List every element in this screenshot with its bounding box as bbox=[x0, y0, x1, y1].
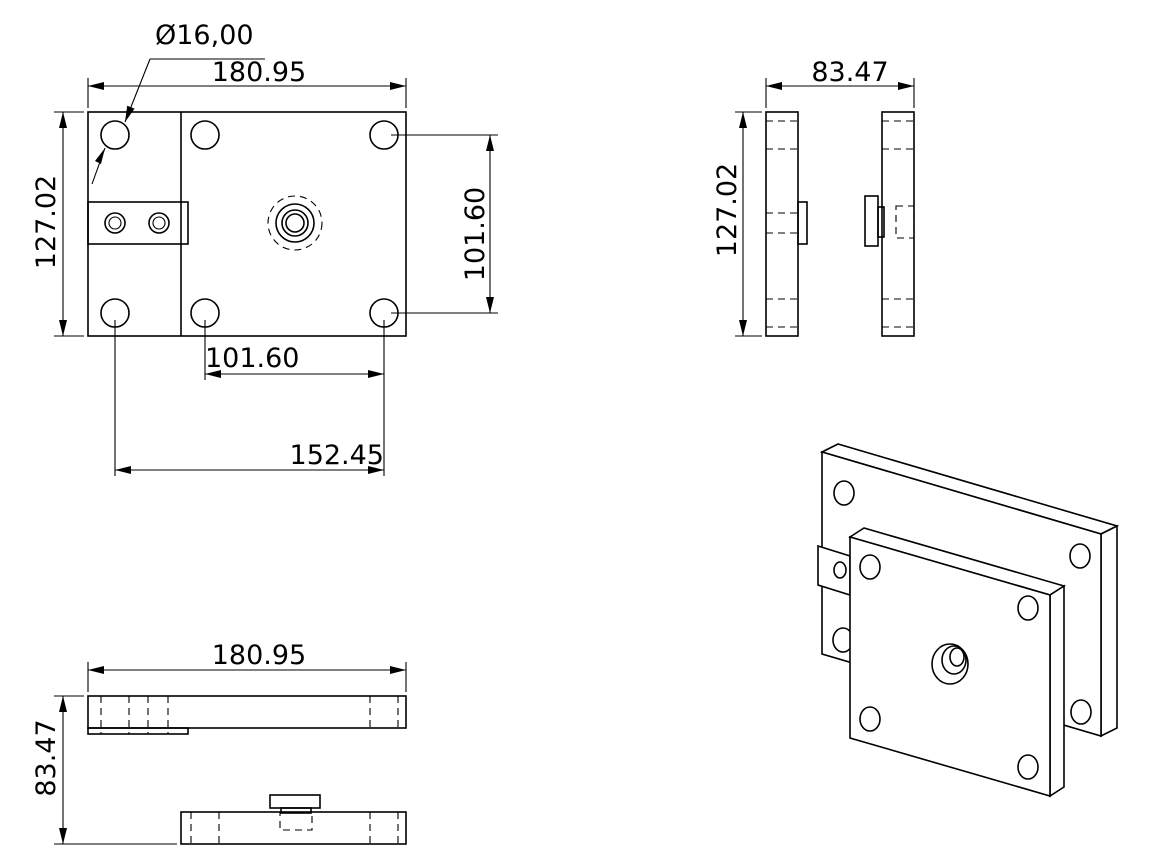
top-back-plate bbox=[87, 695, 407, 729]
tab-hole-right bbox=[148, 212, 170, 234]
iso-back-hole-tl bbox=[833, 480, 855, 506]
top-hidden-holes-front bbox=[190, 812, 399, 844]
side-tab bbox=[797, 201, 808, 245]
dim-side-height: 127.02 bbox=[712, 111, 762, 337]
top-boss bbox=[269, 794, 321, 831]
horizontal-spacing-label: 101.60 bbox=[205, 343, 299, 374]
dim-hole-diameter: Ø16,00 bbox=[91, 20, 265, 185]
side-hidden-holes bbox=[766, 120, 914, 328]
iso-front-side-face bbox=[1049, 584, 1065, 798]
iso-back-hole-tr bbox=[1069, 543, 1091, 569]
iso-back-hole-br bbox=[1070, 699, 1092, 725]
dim-side-depth: 83.47 bbox=[765, 57, 915, 108]
top-depth-label: 83.47 bbox=[31, 719, 62, 796]
top-width-label: 180.95 bbox=[212, 640, 306, 671]
iso-front-hole-br bbox=[1017, 754, 1039, 780]
outer-spacing-label: 152.45 bbox=[290, 440, 384, 471]
iso-back-side-face bbox=[1100, 524, 1118, 738]
iso-front-front-face bbox=[849, 535, 1051, 798]
front-outline bbox=[87, 111, 407, 337]
vertical-spacing-label: 101.60 bbox=[460, 187, 491, 281]
iso-tab-hole bbox=[833, 561, 847, 579]
front-width-label: 180.95 bbox=[212, 57, 306, 88]
hole-top-middle bbox=[190, 120, 220, 150]
iso-front-hole-tr bbox=[1017, 595, 1039, 621]
front-tab bbox=[87, 201, 189, 245]
side-boss bbox=[864, 195, 915, 247]
center-boss bbox=[267, 195, 323, 251]
side-height-label: 127.02 bbox=[712, 163, 743, 257]
top-front-plate bbox=[180, 811, 407, 845]
side-view: 83.47 127.02 bbox=[712, 57, 915, 337]
top-hidden-holes-back bbox=[100, 696, 399, 734]
dim-hole-horizontal-spacing: 101.60 bbox=[204, 320, 385, 380]
hole-diameter-label: Ø16,00 bbox=[155, 20, 254, 51]
dim-overall-height: 127.02 bbox=[31, 111, 84, 337]
iso-front-hole-bl bbox=[859, 706, 881, 732]
dim-outer-hole-spacing: 152.45 bbox=[114, 320, 385, 476]
front-height-label: 127.02 bbox=[31, 175, 62, 269]
top-tab bbox=[87, 727, 189, 735]
dim-top-depth: 83.47 bbox=[31, 695, 177, 845]
dim-hole-vertical-spacing: 101.60 bbox=[391, 134, 498, 314]
top-view: 180.95 83.47 bbox=[31, 640, 407, 845]
side-depth-label: 83.47 bbox=[811, 57, 888, 88]
dim-top-width: 180.95 bbox=[87, 640, 407, 692]
side-left-plate bbox=[765, 111, 799, 337]
hole-top-left bbox=[100, 120, 130, 150]
iso-front-hole-tl bbox=[859, 554, 881, 580]
tab-hole-left bbox=[104, 212, 126, 234]
isometric-view bbox=[817, 443, 1120, 798]
side-right-plate bbox=[881, 111, 915, 337]
dim-overall-width: 180.95 bbox=[87, 57, 407, 108]
front-view: 180.95 Ø16,00 127.02 101.60 bbox=[31, 20, 498, 476]
iso-center-boss bbox=[931, 643, 969, 685]
